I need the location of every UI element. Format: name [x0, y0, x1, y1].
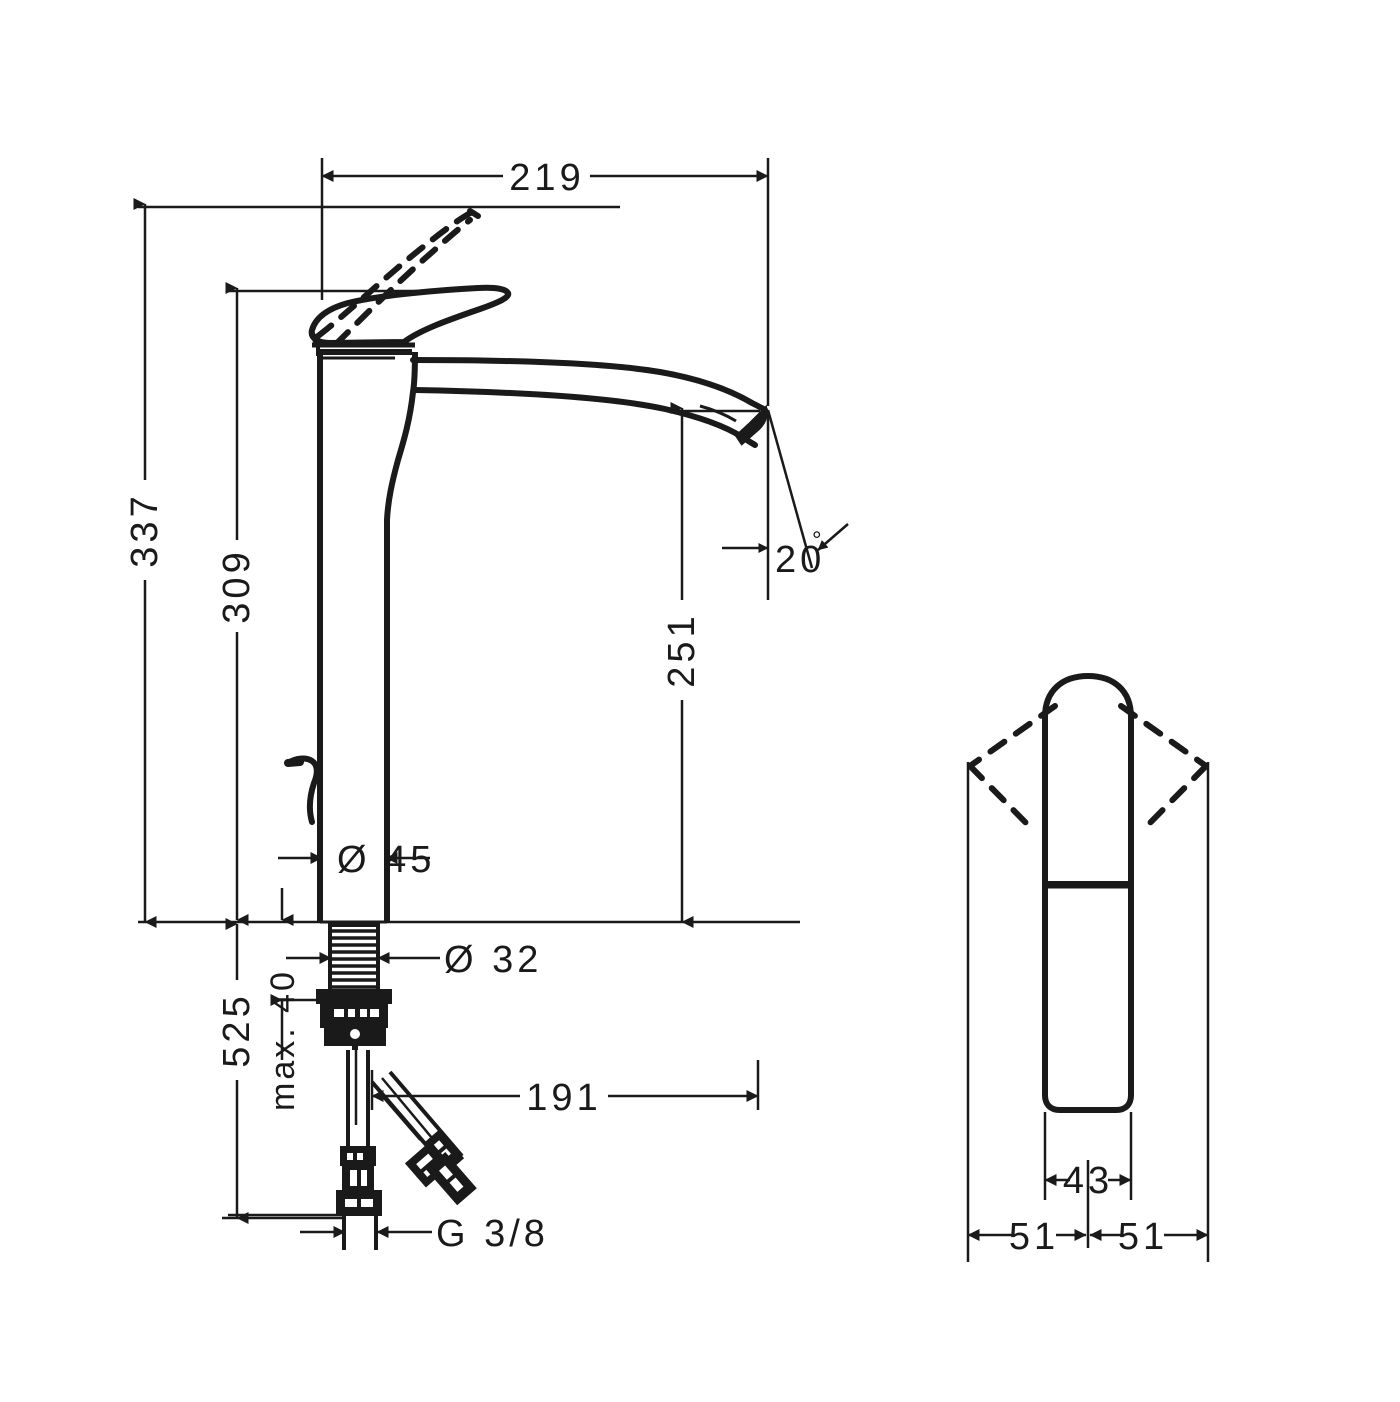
side-extension-lines: [966, 762, 1210, 1262]
dimension-309: [225, 282, 430, 926]
column-pillar: [317, 351, 418, 924]
side-view-dimensions: [966, 762, 1210, 1262]
mounting-nut-assembly: [316, 989, 392, 1050]
dimension-337: [133, 198, 620, 928]
label-d45: Ø 45: [337, 839, 435, 881]
front-view-geometry: [284, 208, 768, 1250]
handle-swing-envelope-dashed: [967, 703, 1209, 833]
label-309: 309: [216, 548, 258, 623]
label-43: 43: [1063, 1160, 1113, 1202]
handle-base-plate: [312, 342, 415, 360]
side-handle-top: [1042, 673, 1134, 887]
label-51-right: 51: [1118, 1216, 1168, 1258]
dimension-20deg: [722, 409, 849, 600]
label-191: 191: [526, 1077, 601, 1119]
label-max40: max. 40: [264, 969, 302, 1111]
label-337: 337: [124, 492, 166, 567]
label-d32: Ø 32: [444, 939, 542, 981]
dimension-191: [370, 1060, 760, 1110]
label-51-left: 51: [1009, 1216, 1059, 1258]
side-column-body: [1042, 883, 1134, 1113]
label-degree-symbol: °: [812, 527, 822, 554]
dimension-525: [225, 918, 345, 1224]
label-g38: G 3/8: [436, 1213, 549, 1255]
front-view-dimensions: [133, 158, 849, 1238]
flexible-hoses: [336, 1050, 477, 1250]
label-20deg: 20: [775, 539, 825, 581]
side-view-geometry: [967, 673, 1209, 1113]
dimension-219: [320, 158, 770, 406]
dimension-g38: [222, 1216, 432, 1238]
lever-handle-raised-dashed: [315, 208, 481, 347]
label-525: 525: [216, 992, 258, 1067]
label-251: 251: [661, 612, 703, 687]
label-219: 219: [509, 157, 584, 199]
lever-handle-solid: [308, 284, 512, 346]
spout-body: [410, 357, 768, 448]
threaded-shank: [328, 923, 380, 995]
side-view-dimension-labels: 43 51 51: [1009, 1160, 1168, 1258]
dimension-max40: [270, 888, 330, 1060]
dimension-251: [670, 402, 760, 928]
front-view-dimension-labels: 219 337 309 251 Ø 45 Ø 32 525 max. 40 19…: [124, 157, 825, 1255]
drain-pull-rod: [284, 755, 320, 825]
